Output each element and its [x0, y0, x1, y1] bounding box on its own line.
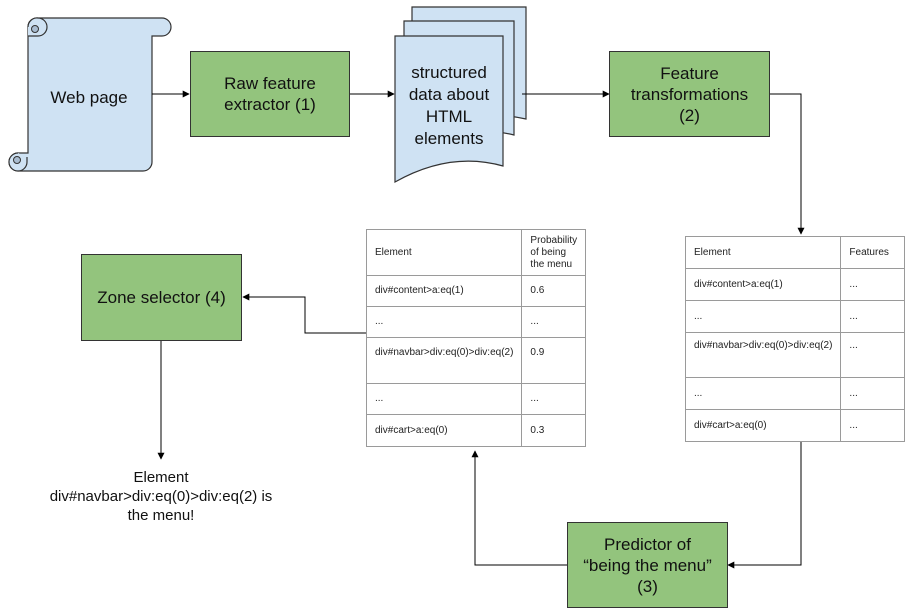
table-cell: 0.6	[521, 275, 587, 307]
table-cell: 0.9	[521, 337, 587, 384]
structured-data-document-shape	[394, 6, 527, 184]
structured-data-label: structured data about HTML elements	[396, 62, 502, 150]
webpage-label: Web page	[50, 88, 128, 107]
table-cell: div#navbar>div:eq(0)>div:eq(2)	[365, 337, 523, 384]
arrow-transform-to-features-table	[769, 93, 805, 235]
table-cell: div#navbar>div:eq(0)>div:eq(2)	[684, 332, 842, 378]
table-cell: ...	[840, 332, 905, 378]
structured-data-line4: elements	[414, 129, 484, 148]
table-cell: ...	[840, 268, 905, 301]
table-cell: ...	[840, 377, 905, 410]
table-cell: 0.3	[521, 414, 587, 447]
table-row: ... ...	[365, 383, 587, 415]
features-table: Element Features div#content>a:eq(1) ...…	[684, 236, 905, 442]
structured-data-line3: HTML	[425, 107, 473, 126]
probability-table: Element Probability of being the menu di…	[365, 229, 587, 447]
table-cell: ...	[521, 383, 587, 415]
table-cell: div#cart>a:eq(0)	[365, 414, 523, 447]
table-cell: ...	[684, 300, 842, 333]
table-cell: ...	[840, 409, 905, 442]
feature-transform-line1: Feature	[660, 63, 719, 83]
result-line1: Element	[133, 469, 189, 486]
predictor-box: Predictor of “being the menu” (3)	[567, 522, 728, 608]
structured-data-line1: structured	[411, 63, 487, 82]
structured-data-line2: data about	[408, 85, 490, 104]
table-cell: ...	[840, 300, 905, 333]
zone-selector-box: Zone selector (4)	[81, 254, 242, 341]
arrow-predictor-to-probability-table	[471, 450, 567, 566]
table-row: div#cart>a:eq(0) ...	[684, 409, 905, 442]
table-cell: ...	[365, 383, 523, 415]
table-header-cell: Element	[684, 236, 842, 269]
table-row: ... ...	[365, 306, 587, 338]
zone-selector-label: Zone selector (4)	[97, 288, 226, 307]
table-header-cell: Probability of being the menu	[521, 229, 587, 276]
feature-transform-line3: (2)	[679, 105, 700, 125]
webpage-scroll-shape	[8, 17, 172, 172]
table-row: div#content>a:eq(1) ...	[684, 268, 905, 301]
raw-extractor-line1: Raw feature	[224, 74, 316, 93]
raw-extractor-line2: extractor (1)	[224, 95, 316, 114]
result-line3: the menu!	[127, 507, 195, 524]
feature-transformations-box: Feature transformations (2)	[609, 51, 770, 137]
table-cell: div#content>a:eq(1)	[365, 275, 523, 307]
predictor-line3: (3)	[637, 576, 658, 596]
arrow-features-table-to-predictor	[727, 442, 802, 569]
predictor-line2: “being the menu”	[583, 555, 712, 575]
table-cell: div#content>a:eq(1)	[684, 268, 842, 301]
table-row: ... ...	[684, 300, 905, 333]
table-row: div#cart>a:eq(0) 0.3	[365, 414, 587, 447]
result-text: Element div#navbar>div:eq(0)>div:eq(2) i…	[20, 468, 302, 525]
predictor-line1: Predictor of	[604, 534, 691, 554]
feature-transform-line2: transformations	[630, 84, 749, 104]
arrow-probability-table-to-zone-selector	[242, 293, 366, 334]
table-cell: ...	[684, 377, 842, 410]
table-header-cell: Features	[840, 236, 905, 269]
table-row: div#navbar>div:eq(0)>div:eq(2) 0.9	[365, 337, 587, 384]
table-cell: ...	[365, 306, 523, 338]
table-cell: div#cart>a:eq(0)	[684, 409, 842, 442]
table-row: ... ...	[684, 377, 905, 410]
result-line2: div#navbar>div:eq(0)>div:eq(2) is	[49, 488, 273, 505]
table-row: div#navbar>div:eq(0)>div:eq(2) ...	[684, 332, 905, 378]
table-cell: ...	[521, 306, 587, 338]
raw-feature-extractor-box: Raw feature extractor (1)	[190, 51, 350, 137]
table-header-cell: Element	[365, 229, 523, 276]
table-row: div#content>a:eq(1) 0.6	[365, 275, 587, 307]
